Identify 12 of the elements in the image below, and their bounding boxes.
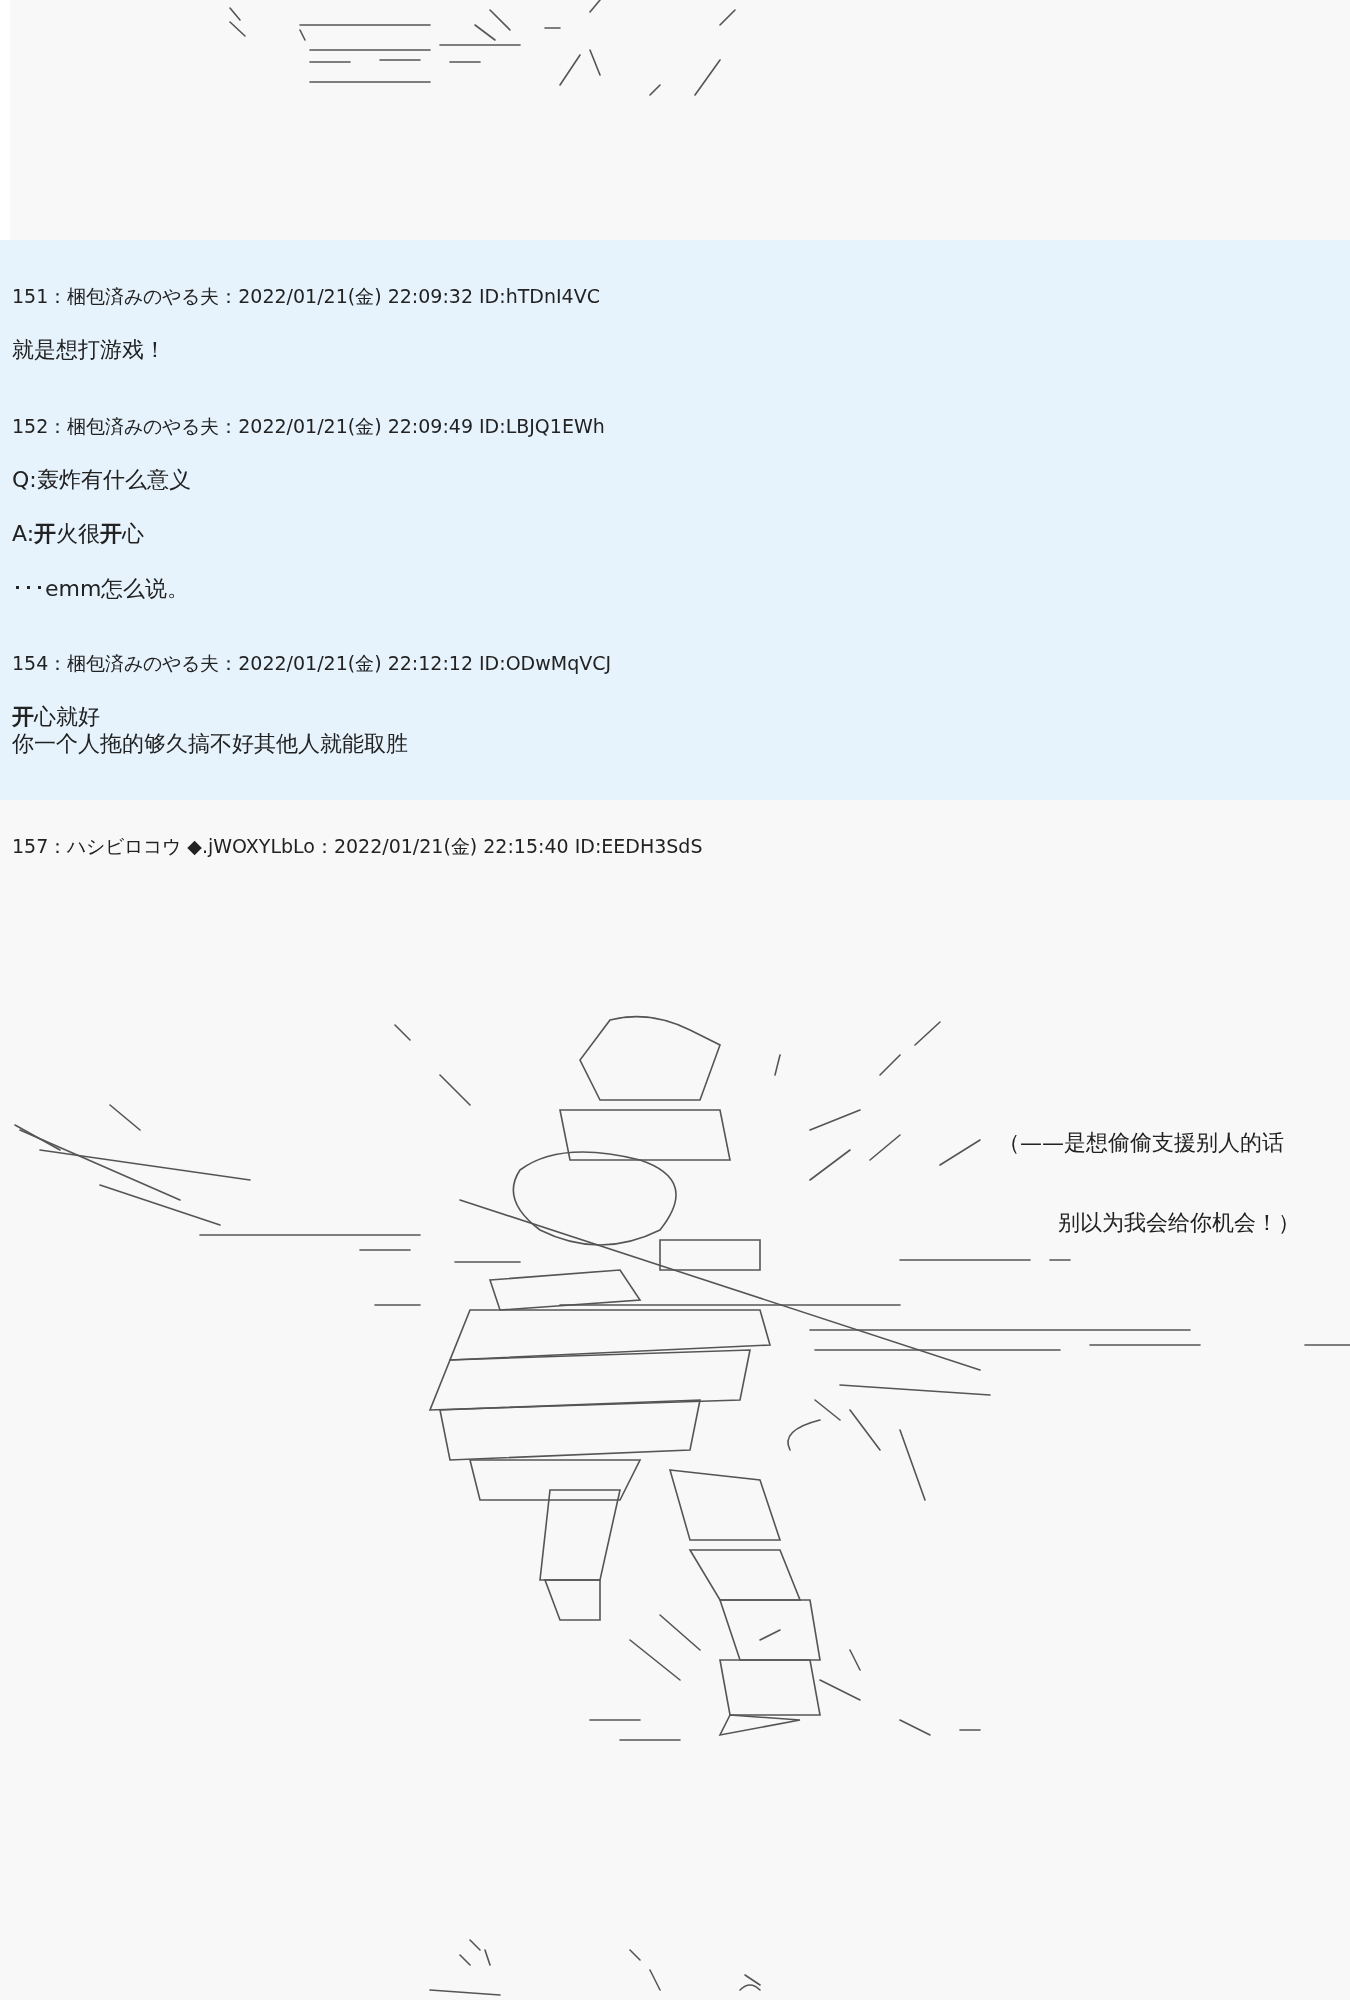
post-text: 开心就好	[12, 703, 100, 731]
speech-text: 别以为我会给你机会！）	[1058, 1209, 1300, 1237]
speech-text: （——是想偷偷支援别人的话	[998, 1129, 1284, 1157]
post-text: 你一个人拖的够久搞不好其他人就能取胜	[12, 730, 408, 758]
post-header: 152：梱包済みのやる夫：2022/01/21(金) 22:09:49 ID:LBJQ1EWh	[12, 414, 605, 439]
post-text: A:开火很开心	[12, 520, 145, 548]
post-text: 就是想打游戏！	[12, 336, 166, 364]
post-header: 157：ハシビロコウ ◆.jWOXYLbLo：2022/01/21(金) 22:15:40 ID:EEDH3SdS	[12, 834, 703, 859]
post-text: Q:轰炸有什么意义	[12, 466, 191, 494]
post-text: ･･･emm怎么说。	[12, 575, 190, 603]
post-header: 151：梱包済みのやる夫：2022/01/21(金) 22:09:32 ID:hTDnI4VC	[12, 284, 600, 309]
post-header: 154：梱包済みのやる夫：2022/01/21(金) 22:12:12 ID:ODwMqVCJ	[12, 651, 612, 676]
